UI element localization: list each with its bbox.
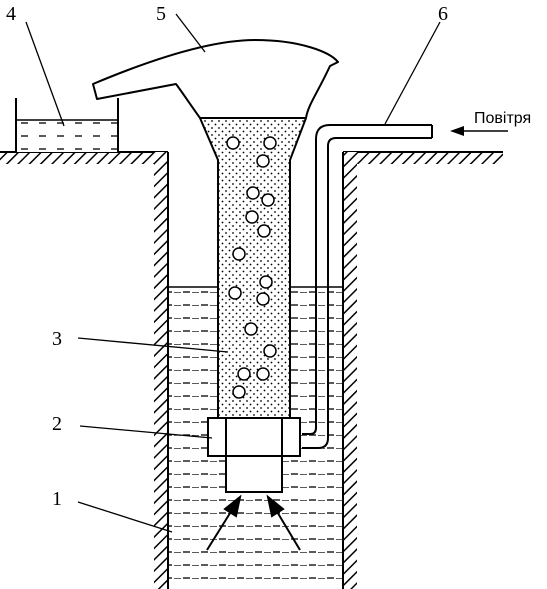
air-direction-arrow bbox=[450, 126, 508, 136]
water-intake bbox=[225, 455, 283, 493]
leader-lines bbox=[25, 13, 441, 533]
deflector-hood bbox=[92, 39, 339, 119]
label-5: 5 bbox=[156, 3, 166, 25]
label-1: 1 bbox=[52, 488, 62, 510]
label-6: 6 bbox=[438, 3, 448, 25]
label-3: 3 bbox=[52, 328, 62, 350]
lift-pipe bbox=[199, 117, 307, 418]
air-mixer bbox=[207, 417, 301, 457]
receiving-tank bbox=[15, 98, 119, 152]
air-supply-pipe bbox=[302, 124, 433, 449]
air-bubbles bbox=[226, 136, 277, 399]
ground-surface bbox=[0, 151, 503, 164]
label-2: 2 bbox=[52, 413, 62, 435]
label-4: 4 bbox=[6, 3, 16, 25]
inflow-arrows bbox=[206, 494, 301, 551]
well-walls bbox=[154, 152, 357, 589]
label-air: Повітря bbox=[474, 110, 531, 127]
